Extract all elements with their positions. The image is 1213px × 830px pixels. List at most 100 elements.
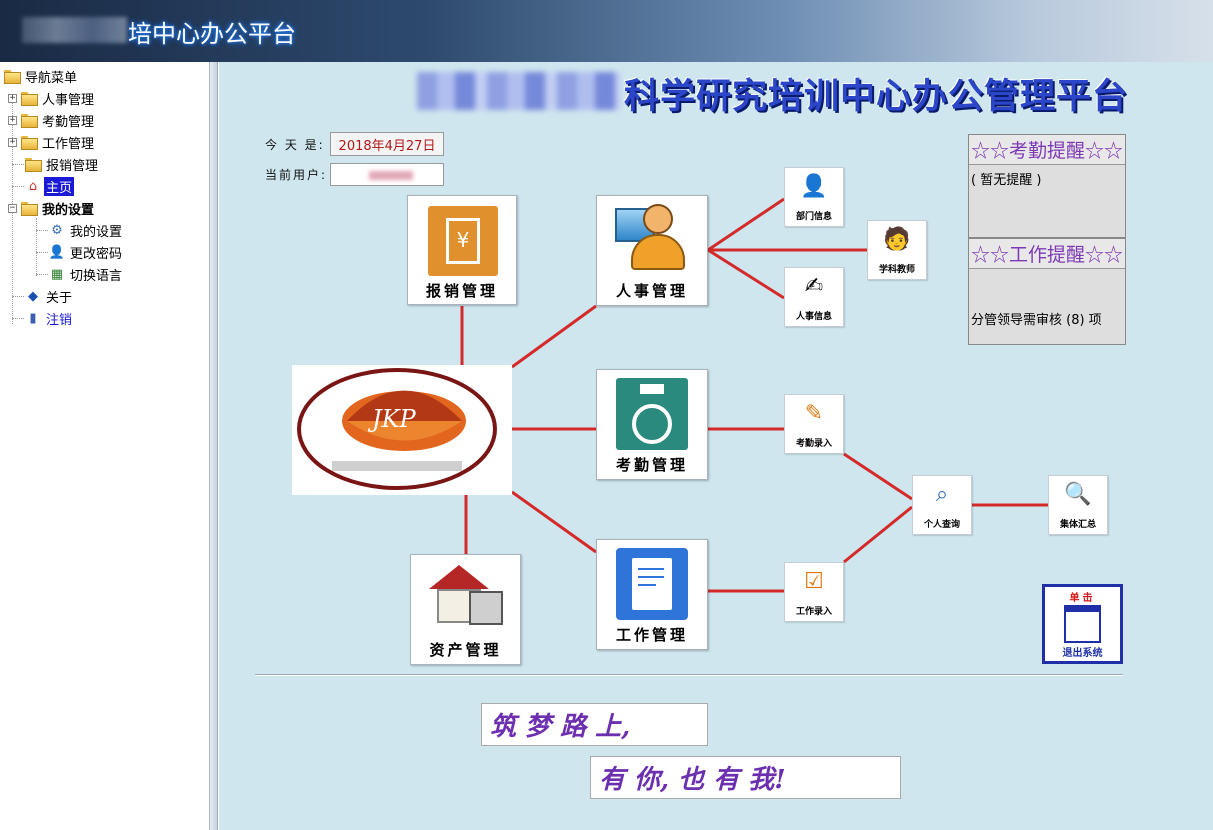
folder-icon	[21, 113, 38, 128]
sidebar-item-label: 我的设置	[42, 202, 95, 218]
tile-work[interactable]: 工作管理	[596, 539, 708, 650]
sidebar-item-label: 报销管理	[46, 158, 99, 174]
redacted-title-part	[22, 17, 127, 43]
sidebar-item-label: 注销	[46, 312, 73, 328]
nav-sidebar: 导航菜单 + 人事管理 + 考勤管理 + 工作管理 报销管理 ⌂ 主页 − 我的…	[0, 62, 210, 830]
work-reminder-title: ☆☆工作提醒☆☆	[969, 239, 1125, 269]
exit-door-icon: ▮	[29, 310, 37, 326]
sidebar-item-label: 考勤管理	[42, 114, 95, 130]
mini-dept-info-label: 部门信息	[795, 212, 832, 222]
folder-icon	[21, 135, 38, 150]
user-computer-icon	[615, 204, 691, 272]
user-key-icon: 👤	[48, 244, 66, 260]
collapse-icon[interactable]: −	[8, 202, 17, 213]
settings-icon: ⚙	[51, 222, 63, 238]
folder-icon	[25, 157, 42, 172]
sidebar-item-home[interactable]: ⌂ 主页	[25, 176, 75, 196]
sidebar-item-label: 工作管理	[42, 136, 95, 152]
sidebar-splitter[interactable]	[210, 62, 218, 830]
mini-dept-info[interactable]: 👤 部门信息	[784, 167, 844, 227]
current-user-label: 当前用户:	[265, 168, 328, 182]
tile-assets-label: 资产管理	[429, 641, 502, 659]
info-icon: ◆	[28, 288, 38, 304]
sidebar-item-settings[interactable]: ⚙ 我的设置	[49, 220, 124, 240]
mini-work-entry-label: 工作录入	[795, 607, 832, 617]
mini-teacher[interactable]: 🧑 学科教师	[867, 220, 927, 280]
magnifier-document-icon: ⌕	[935, 482, 949, 507]
sidebar-item-label: 更改密码	[70, 246, 123, 262]
folder-open-icon	[4, 69, 21, 84]
slogan-line-2: 有 你, 也 有 我!	[590, 756, 901, 799]
edit-document-icon	[616, 548, 688, 620]
sidebar-item-switch-language[interactable]: ▦ 切换语言	[49, 264, 124, 284]
work-reminder-body[interactable]: 分管领导需审核 (8) 项	[971, 313, 1102, 328]
tile-personnel-label: 人事管理	[615, 282, 688, 300]
mini-attendance-entry[interactable]: ✎ 考勤录入	[784, 394, 844, 454]
sidebar-item-reimburse[interactable]: 报销管理	[25, 154, 100, 174]
checklist-pencil-icon: ☑	[804, 569, 824, 594]
mini-group-summary[interactable]: 🔍 集体汇总	[1048, 475, 1108, 535]
attendance-reminder-body: ( 暂无提醒 )	[971, 173, 1042, 188]
sidebar-item-label: 关于	[46, 290, 73, 306]
divider	[255, 674, 1123, 676]
attendance-reminder-title: ☆☆考勤提醒☆☆	[969, 135, 1125, 165]
sidebar-item-change-password[interactable]: 👤 更改密码	[49, 242, 124, 262]
exit-door-icon	[1064, 605, 1101, 643]
logout-top-label: 单击	[1069, 593, 1096, 604]
work-reminder-panel: ☆☆工作提醒☆☆ 分管领导需审核 (8) 项	[968, 238, 1126, 345]
redacted-banner-part	[417, 72, 621, 110]
tile-personnel[interactable]: 人事管理	[596, 195, 708, 306]
nav-root[interactable]: 导航菜单	[4, 66, 79, 86]
note-pencil-icon: ✎	[804, 401, 824, 426]
mini-work-entry[interactable]: ☑ 工作录入	[784, 562, 844, 622]
expand-icon[interactable]: +	[8, 114, 17, 125]
mini-person-info-label: 人事信息	[795, 312, 832, 322]
time-clock-icon	[616, 378, 688, 450]
mini-person-info[interactable]: ✍ 人事信息	[784, 267, 844, 327]
tile-reimburse-label: 报销管理	[425, 282, 498, 300]
search-chart-icon: 🔍	[1064, 482, 1092, 507]
teacher-icon: 🧑	[883, 227, 911, 252]
attendance-reminder-panel: ☆☆考勤提醒☆☆ ( 暂无提醒 )	[968, 134, 1126, 238]
sidebar-item-label: 人事管理	[42, 92, 95, 108]
app-title: 培中心办公平台	[128, 20, 296, 48]
today-label: 今 天 是:	[265, 138, 325, 152]
nav-root-label: 导航菜单	[25, 70, 78, 86]
sidebar-item-my-settings[interactable]: − 我的设置	[8, 198, 96, 218]
tile-assets[interactable]: 资产管理	[410, 554, 521, 665]
expand-icon[interactable]: +	[8, 136, 17, 147]
sidebar-item-logout[interactable]: ▮ 注销	[25, 308, 74, 328]
logout-button[interactable]: 单击 退出系统	[1042, 584, 1123, 664]
mini-group-summary-label: 集体汇总	[1059, 520, 1096, 530]
sidebar-item-attendance[interactable]: + 考勤管理	[8, 110, 96, 130]
sidebar-item-personnel[interactable]: + 人事管理	[8, 88, 96, 108]
folder-icon	[21, 91, 38, 106]
sidebar-item-about[interactable]: ◆ 关于	[25, 286, 74, 306]
mini-personal-query-label: 个人查询	[923, 520, 960, 530]
mini-personal-query[interactable]: ⌕ 个人查询	[912, 475, 972, 535]
slogan-line-1: 筑 梦 路 上,	[481, 703, 708, 746]
logo-emblem-icon	[297, 368, 497, 490]
mini-teacher-label: 学科教师	[878, 265, 915, 275]
tile-attendance[interactable]: 考勤管理	[596, 369, 708, 480]
organization-logo: JKP	[292, 365, 512, 495]
app-header: 培中心办公平台	[0, 0, 1213, 62]
logout-bottom-label: 退出系统	[1062, 648, 1103, 659]
expand-icon[interactable]: +	[8, 92, 17, 103]
current-user-field	[330, 163, 444, 186]
tile-work-label: 工作管理	[615, 626, 688, 644]
tile-attendance-label: 考勤管理	[615, 456, 688, 474]
mini-attendance-entry-label: 考勤录入	[795, 439, 832, 449]
tile-reimburse[interactable]: ¥ 报销管理	[407, 195, 517, 305]
logo-text: JKP	[372, 405, 416, 433]
home-icon: ⌂	[28, 178, 38, 194]
office-worker-icon: 👤	[800, 174, 828, 199]
writing-person-icon: ✍	[804, 274, 824, 299]
sidebar-item-label: 我的设置	[70, 224, 123, 240]
folder-open-icon	[21, 201, 38, 216]
house-calculator-icon	[429, 565, 505, 627]
sidebar-item-work[interactable]: + 工作管理	[8, 132, 96, 152]
receipt-icon: ¥	[428, 206, 498, 276]
sidebar-item-label: 主页	[44, 176, 75, 196]
flow-connectors	[460, 197, 1048, 593]
